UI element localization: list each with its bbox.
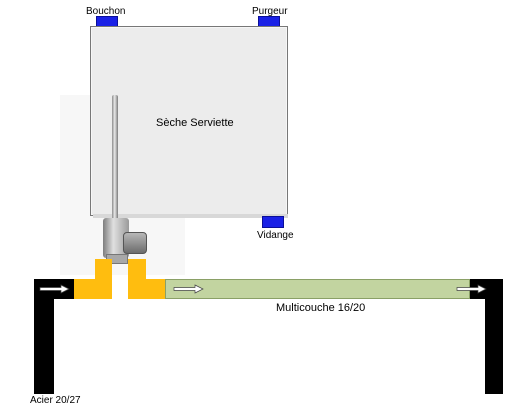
yellow-fitting-left-horizontal xyxy=(74,279,112,299)
bouchon-label: Bouchon xyxy=(86,6,126,17)
flow-arrow-icon xyxy=(456,284,488,294)
multicouche-pipe xyxy=(165,279,470,299)
valve-stem xyxy=(112,95,118,220)
yellow-fitting-right-horizontal xyxy=(128,279,166,299)
steel-pipe-left-vertical xyxy=(34,299,54,394)
radiator-shadow xyxy=(93,214,288,218)
acier-label: Acier 20/27 xyxy=(30,395,81,406)
flow-arrow-icon xyxy=(173,284,205,294)
flow-arrow-icon xyxy=(39,284,71,294)
purgeur-label: Purgeur xyxy=(252,6,288,17)
vidange-label: Vidange xyxy=(257,230,294,241)
steel-pipe-right-vertical xyxy=(485,279,503,394)
vidange-port xyxy=(262,216,284,228)
radiator-label: Sèche Serviette xyxy=(156,117,234,129)
yellow-fitting-left-riser xyxy=(95,259,112,281)
multicouche-label: Multicouche 16/20 xyxy=(276,302,366,314)
valve-head xyxy=(123,232,147,254)
